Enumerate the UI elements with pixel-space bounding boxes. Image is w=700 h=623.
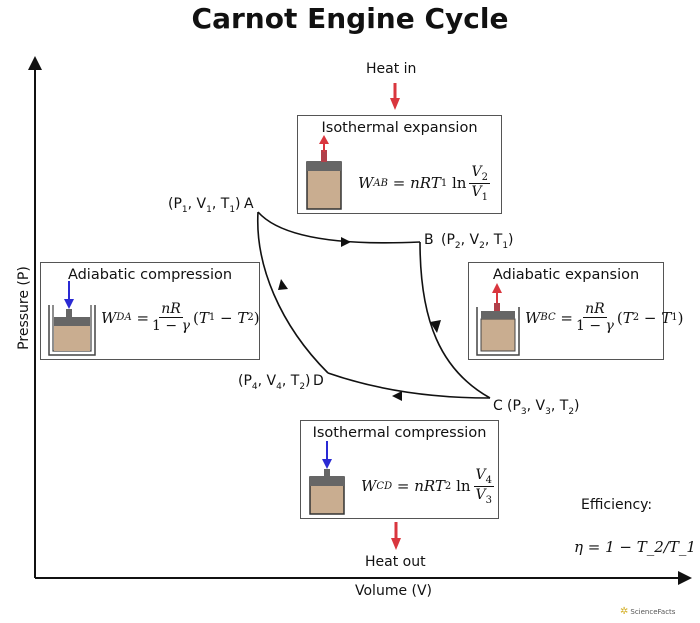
x-axis-arrow-icon — [678, 571, 692, 585]
y-axis-label: Pressure (P) — [16, 266, 32, 350]
point-a-label: A — [244, 196, 254, 212]
point-a-state: (P1, V1, T1) — [168, 196, 241, 215]
piston-compressing-icon — [48, 281, 96, 356]
heat-in-label: Heat in — [366, 61, 417, 77]
arrow-ab-icon — [341, 237, 351, 247]
efficiency-label: Efficiency: — [581, 497, 653, 513]
curve-bc — [419, 241, 491, 399]
atom-icon: ✲ — [620, 606, 629, 617]
point-c-label: C — [493, 398, 503, 414]
piston-compressing-icon — [309, 441, 345, 515]
curve-cd — [327, 372, 491, 399]
point-b-state: (P2, V2, T1) — [441, 232, 514, 251]
point-d-state: (P4, V4, T2) — [238, 373, 311, 392]
piston-expanding-icon — [306, 135, 342, 210]
process-title: Isothermal compression — [312, 425, 487, 441]
efficiency-formula: η = 1 − T_2/T_1 — [574, 538, 696, 556]
x-axis-label: Volume (V) — [355, 583, 433, 599]
process-title: Adiabatic expansion — [492, 267, 640, 283]
diagram-title: Carnot Engine Cycle — [191, 2, 509, 35]
point-b-label: B — [424, 232, 434, 248]
process-title: Adiabatic compression — [67, 267, 233, 283]
process-title: Isothermal expansion — [321, 120, 478, 136]
curve-ab — [257, 211, 421, 244]
point-c-state: (P3, V3, T2) — [507, 398, 580, 417]
heat-out-label: Heat out — [365, 554, 426, 570]
arrow-da-icon — [278, 279, 288, 290]
y-axis-arrow-icon — [28, 56, 42, 70]
sciencefacts-logo: ✲ScienceFacts — [620, 606, 676, 617]
piston-expanding-icon — [476, 283, 520, 356]
curve-da — [256, 211, 329, 374]
arrow-bc-icon — [430, 320, 441, 333]
heat-out-arrow-icon — [391, 538, 401, 550]
heat-in-arrow-icon — [390, 98, 400, 110]
point-d-label: D — [313, 373, 324, 389]
arrow-cd-icon — [392, 391, 402, 401]
